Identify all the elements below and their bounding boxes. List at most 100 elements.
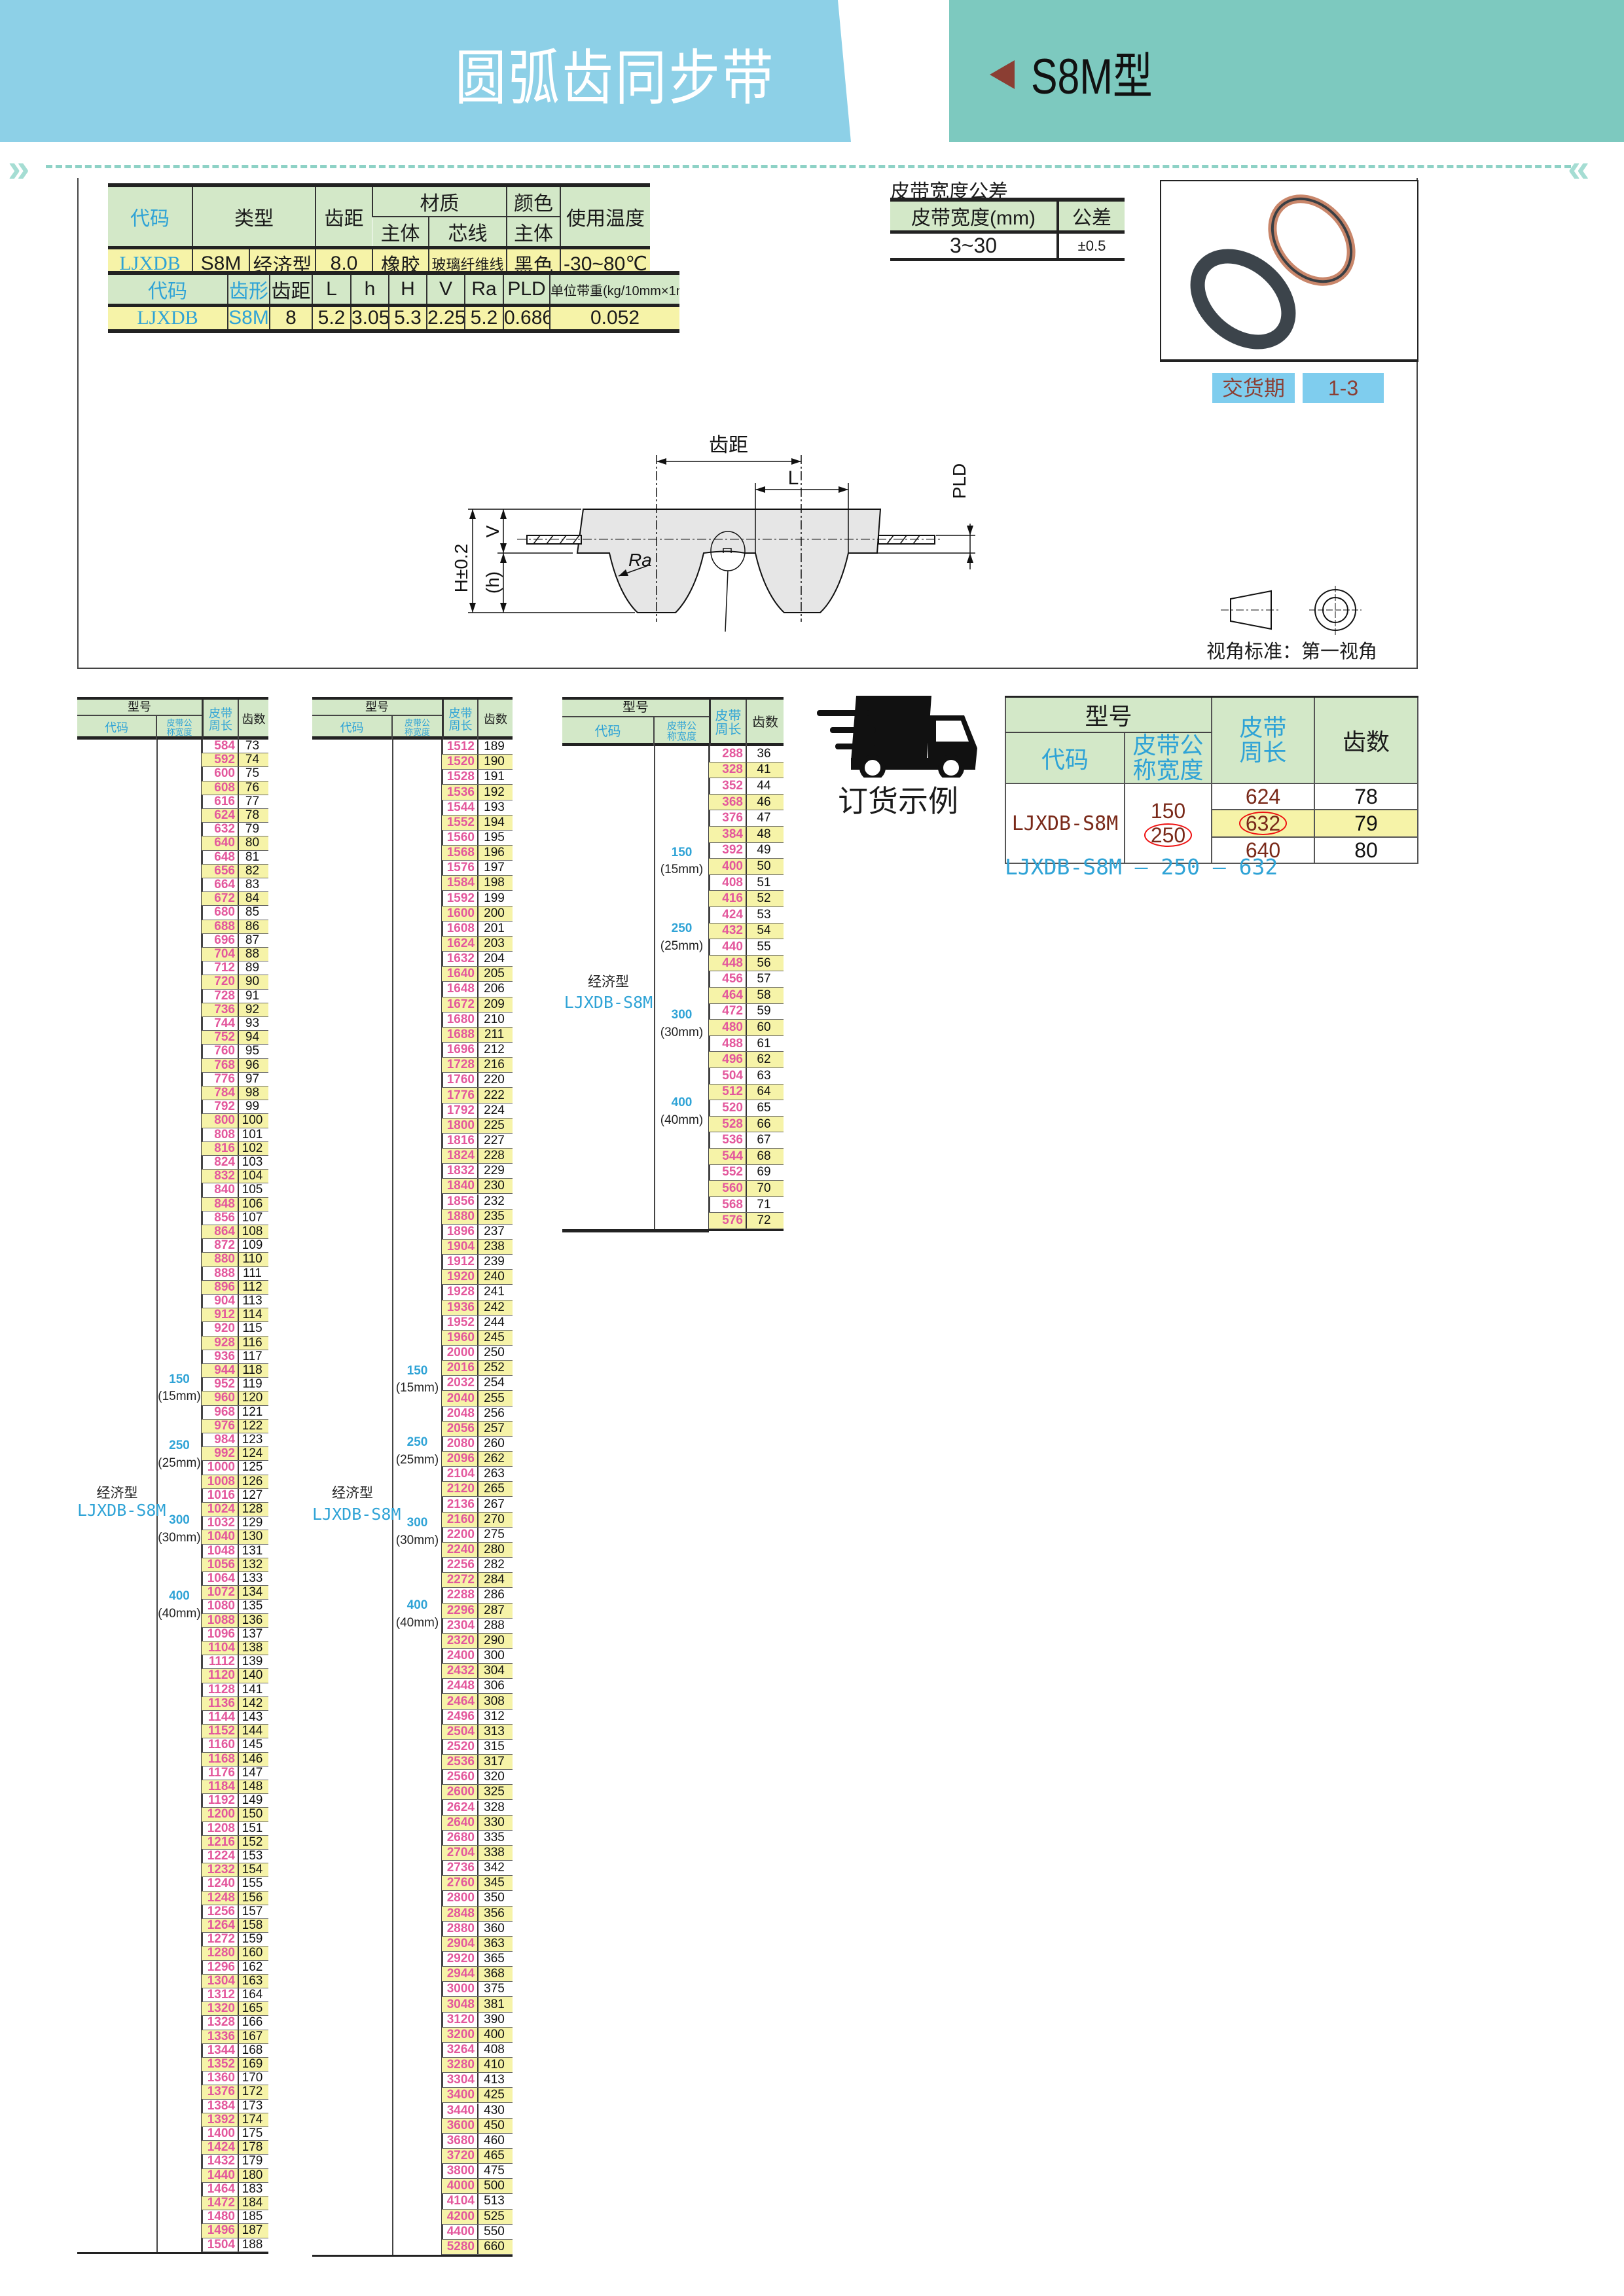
teeth-count-cell: 252	[484, 1361, 505, 1375]
belt-length-cell: 2640	[442, 1815, 478, 1830]
header-code: 代码	[108, 271, 228, 306]
teeth-count-cell: 163	[242, 1973, 263, 1988]
teeth-count-cell: 267	[484, 1497, 505, 1511]
belt-length-cell: 632	[202, 822, 239, 836]
belt-length-cell: 1904	[442, 1239, 478, 1255]
belt-length-cell: 1728	[442, 1058, 478, 1073]
teeth-count-cell: 122	[242, 1418, 263, 1433]
teeth-count-cell: 363	[484, 1936, 505, 1950]
teeth-count-cell: 198	[484, 876, 505, 890]
header-H: H	[388, 271, 427, 306]
teeth-count-cell: 155	[242, 1876, 263, 1891]
teeth-count-cell: 222	[484, 1088, 505, 1102]
teeth-count-cell: 131	[242, 1543, 263, 1558]
spec-table-material: 代码 类型 齿距 材质 颜色 使用温度 主体 芯线 主体 LJXDB S8M 经…	[108, 183, 650, 282]
belt-length-cell: 448	[709, 955, 747, 971]
belt-length-cell: 744	[202, 1016, 239, 1031]
teeth-count-cell: 240	[484, 1270, 505, 1284]
chevron-right-icon: »	[8, 146, 30, 190]
belt-length-cell: 544	[709, 1149, 747, 1164]
belt-length-cell: 456	[709, 971, 747, 987]
belt-length-cell: 2624	[442, 1800, 478, 1815]
belt-length-cell: 1184	[202, 1780, 239, 1794]
table-bottom-border	[562, 1230, 709, 1232]
header-code: 代码	[1005, 732, 1125, 783]
cell-code: LJXDB	[108, 246, 192, 282]
belt-length-cell: 1072	[202, 1585, 239, 1600]
teeth-count-cell: 320	[484, 1770, 505, 1784]
teeth-count-cell: 290	[484, 1633, 505, 1647]
belt-length-cell: 1648	[442, 982, 478, 997]
teeth-count-cell: 50	[757, 859, 771, 873]
header-color-body: 主体	[506, 216, 560, 248]
model-title: S8M型	[1031, 49, 1153, 105]
belt-length-cell: 888	[202, 1266, 239, 1280]
header-temp: 使用温度	[560, 183, 650, 248]
cell-teeth: 80	[1314, 836, 1419, 864]
label-H: H±0.2	[451, 544, 471, 593]
belt-length-cell: 1376	[202, 2085, 239, 2099]
belt-length-cell: 2504	[442, 1724, 478, 1739]
teeth-count-cell: 88	[245, 947, 260, 961]
column-divider	[201, 740, 203, 2253]
belt-length-cell: 1464	[202, 2182, 239, 2196]
teeth-count-cell: 141	[242, 1682, 263, 1696]
belt-length-cell: 760	[202, 1044, 239, 1058]
belt-length-cell: 576	[709, 1213, 747, 1229]
teeth-count-cell: 67	[757, 1133, 771, 1147]
belt-length-cell: 1560	[442, 830, 478, 846]
teeth-count-cell: 119	[242, 1377, 262, 1391]
teeth-count-cell: 55	[757, 939, 771, 954]
belt-length-cell: 1800	[442, 1118, 478, 1133]
page-title: 圆弧齿同步带	[455, 45, 776, 112]
teeth-count-cell: 73	[245, 739, 260, 753]
width-250: 250	[406, 1435, 428, 1449]
teeth-count-cell: 168	[242, 2043, 263, 2057]
belt-length-cell: 2000	[442, 1346, 478, 1361]
belt-length-cell: 1240	[202, 1876, 239, 1891]
belt-length-cell: 952	[202, 1377, 239, 1391]
belt-length-cell: 2496	[442, 1709, 478, 1724]
cell-unit-weight: 0.052	[549, 304, 679, 333]
cell-V: 2.25	[426, 304, 465, 333]
teeth-count-cell: 93	[245, 1016, 260, 1031]
teeth-count-cell: 147	[242, 1765, 263, 1780]
teeth-count-cell: 513	[484, 2194, 505, 2208]
teeth-count-cell: 183	[242, 2181, 263, 2196]
belt-length-cell: 416	[709, 891, 747, 906]
header-core: 芯线	[428, 216, 507, 248]
belt-length-cell: 3720	[442, 2148, 478, 2164]
belt-length-cell: 1232	[202, 1863, 239, 1877]
banner-separator	[838, 0, 929, 142]
belt-length-cell: 592	[202, 753, 239, 767]
cell-h: 3.05	[350, 304, 389, 333]
belt-length-cell: 4000	[442, 2179, 478, 2194]
header-code: 代码	[312, 716, 393, 740]
cell-length: 624	[1211, 783, 1316, 810]
belt-length-cell: 352	[709, 778, 747, 794]
label-V: V	[482, 525, 503, 537]
